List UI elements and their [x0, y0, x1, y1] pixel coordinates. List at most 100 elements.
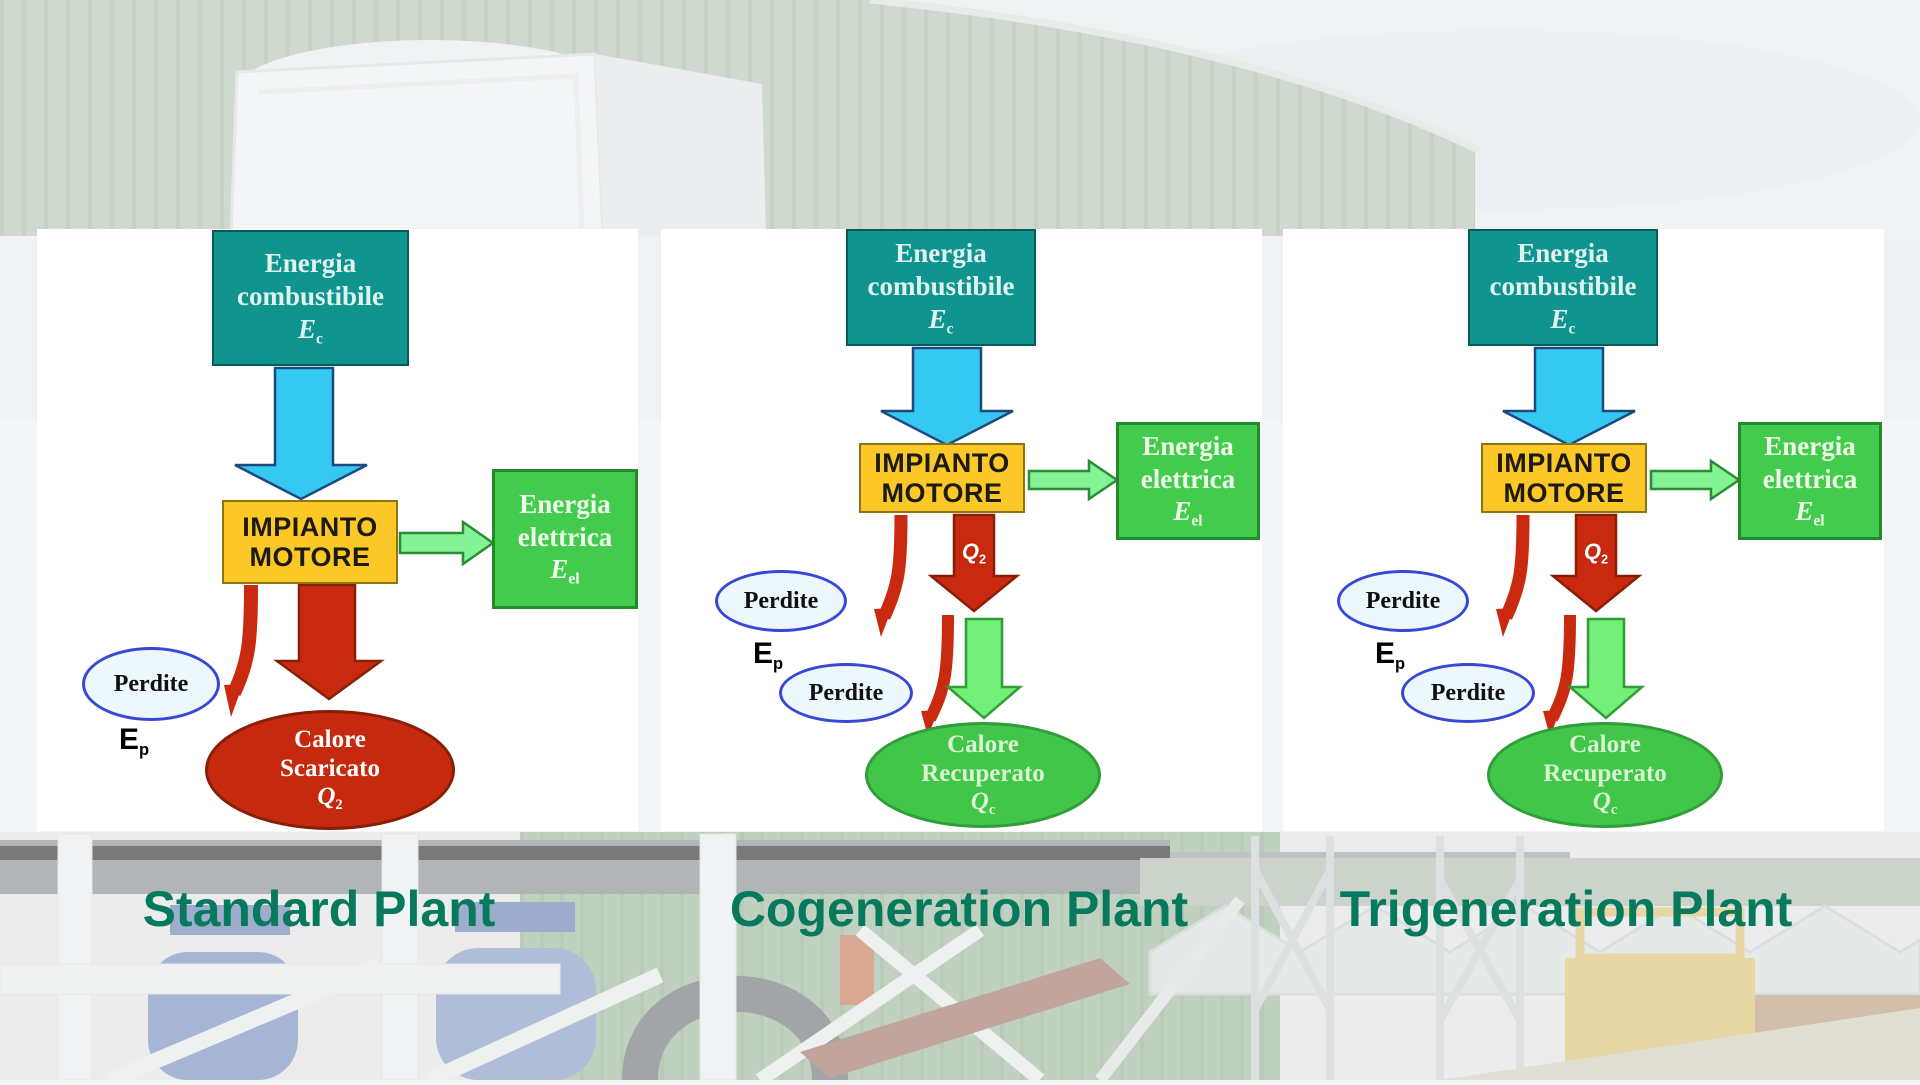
electric-box-symbol: Eel [1795, 496, 1825, 530]
losses-label: Perdite [1365, 588, 1441, 614]
panel-trigeneration: Energia combustibile Ec IMPIANTO MOTORE … [1283, 229, 1884, 831]
steel-brace [1095, 896, 1245, 1084]
heat-discharged-ellipse: Calore Scaricato Q2 [205, 710, 455, 830]
losses-ellipse-bottom: Perdite [1401, 663, 1535, 723]
fuel-box-line2: combustibile [867, 270, 1015, 301]
heat-arrow-icon [273, 583, 385, 701]
engine-box-line1: IMPIANTO [874, 447, 1010, 478]
heat-line1: Calore [294, 726, 366, 754]
engine-box-line1: IMPIANTO [1496, 447, 1632, 478]
losses-label: Perdite [808, 680, 884, 706]
orange-fitting [840, 935, 874, 1005]
losses-stream-tip-icon [224, 684, 243, 717]
heat-line1: Calore [947, 731, 1019, 759]
heat-recovered-ellipse: Calore Recuperato Qc [865, 722, 1101, 828]
fuel-box-line1: Energia [1517, 237, 1609, 268]
fuel-box-line2: combustibile [1489, 270, 1637, 301]
engine-box: IMPIANTO MOTORE [1481, 443, 1647, 513]
steel-column [381, 833, 419, 1081]
engine-box-line2: MOTORE [249, 542, 371, 572]
heat-line2: Recuperato [921, 759, 1045, 787]
heat-symbol: Qc [1592, 788, 1618, 819]
fuel-arrow-icon [880, 346, 1014, 447]
q2-flow-label: Q2 [1583, 539, 1609, 567]
q2-flow-label: Q2 [961, 539, 987, 567]
heat-symbol: Q2 [317, 783, 343, 814]
fuel-box-line1: Energia [895, 237, 987, 268]
caption-trigeneration: Trigeneration Plant [1339, 881, 1793, 937]
lattice-towers [1251, 836, 1524, 1080]
engine-box-line2: MOTORE [881, 478, 1003, 508]
standard-arrows [224, 366, 496, 717]
losses-symbol: Ep [753, 637, 784, 673]
losses-ellipse: Perdite [82, 647, 220, 721]
losses-stream-top-tip-icon [1496, 608, 1514, 637]
brown-planks [800, 958, 1130, 1078]
blue-flange [455, 902, 575, 932]
electric-box-line2: elettrica [1762, 463, 1858, 494]
losses-stream-top-icon [878, 514, 908, 620]
losses-stream-bottom-icon [1546, 614, 1576, 722]
losses-stream-bottom-tip-icon [1543, 710, 1560, 737]
electric-box-symbol: Eel [550, 554, 580, 588]
yellow-platform-rail [1575, 907, 1745, 963]
fuel-arrow-icon [234, 366, 368, 501]
fuel-box-line2: combustibile [236, 281, 384, 312]
losses-label: Perdite [743, 588, 819, 614]
engine-box-line2: MOTORE [1503, 478, 1625, 508]
fuel-box-symbol: Ec [298, 314, 323, 348]
engine-box: IMPIANTO MOTORE [222, 500, 398, 584]
steel-brace [426, 967, 664, 1085]
sandy-ground [1440, 1008, 1920, 1080]
electric-box-line1: Energia [1764, 431, 1856, 462]
engine-box: IMPIANTO MOTORE [859, 443, 1025, 513]
electric-box: Energia elettrica Eel [492, 469, 638, 609]
electric-arrow-icon [1649, 458, 1742, 502]
electric-box-line1: Energia [1142, 431, 1234, 462]
warehouse-roof-edge [869, 0, 1480, 154]
cooling-tower-front [229, 52, 605, 238]
recovered-arrow-icon [944, 617, 1024, 720]
heat-line2: Scaricato [280, 754, 380, 782]
electric-box-line2: elettrica [517, 521, 613, 552]
steel-beam [0, 963, 561, 995]
steel-brace [756, 924, 984, 1085]
losses-stream-bottom-icon [924, 614, 954, 722]
panel-cogeneration: Energia combustibile Ec IMPIANTO MOTORE … [661, 229, 1262, 831]
heat-symbol: Qc [970, 788, 996, 819]
blue-flange [170, 905, 290, 935]
fuel-arrow-icon [1502, 346, 1636, 447]
losses-label: Perdite [1430, 680, 1506, 706]
panel-standard: Energia combustibile Ec IMPIANTO MOTORE … [37, 229, 638, 831]
electric-box-line1: Energia [519, 489, 611, 520]
cooling-tower-frame [257, 73, 585, 237]
electric-arrow-icon [398, 519, 496, 567]
fuel-box-symbol: Ec [928, 303, 954, 338]
recovered-arrow-icon [1566, 617, 1646, 720]
losses-ellipse-top: Perdite [715, 570, 847, 632]
cooling-tower-side [595, 54, 766, 236]
losses-stream-bottom-tip-icon [921, 710, 938, 737]
trigeneration-arrows [1496, 346, 1742, 737]
losses-ellipse-bottom: Perdite [779, 663, 913, 723]
fuel-box: Energia combustibile Ec [212, 230, 409, 366]
heat-recovered-ellipse: Calore Recuperato Qc [1487, 722, 1723, 828]
steel-column [699, 833, 737, 1081]
losses-stream-icon [227, 584, 258, 696]
losses-symbol: Ep [1375, 637, 1406, 673]
electric-box-line2: elettrica [1140, 463, 1236, 494]
steel-column [57, 833, 93, 1081]
fuel-box: Energia combustibile Ec [846, 229, 1036, 346]
fuel-box-symbol: Ec [1550, 303, 1576, 338]
heat-line1: Calore [1569, 731, 1641, 759]
electric-box: Energia elettrica Eel [1738, 422, 1882, 540]
fuel-box: Energia combustibile Ec [1468, 229, 1658, 346]
heat-line2: Recuperato [1543, 759, 1667, 787]
caption-standard: Standard Plant [142, 881, 496, 937]
heat-flow-arrow-icon [927, 513, 1021, 613]
electric-box-symbol: Eel [1173, 496, 1203, 530]
fuel-box-line1: Energia [264, 248, 357, 279]
losses-stream-top-tip-icon [874, 608, 892, 637]
beam-highlight [0, 846, 1170, 860]
electric-arrow-icon [1027, 458, 1120, 502]
